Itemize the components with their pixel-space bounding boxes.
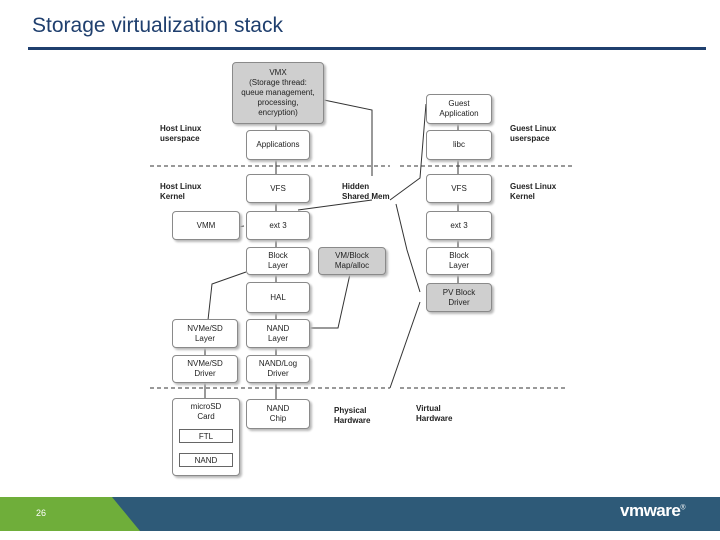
guest-kernel-label: Guest Linux Kernel — [510, 182, 557, 201]
nand-hw-box: NAND Chip — [246, 399, 310, 429]
microsd-card: microSD Card FTL NAND — [172, 398, 240, 476]
guest-vfs-box: VFS — [426, 174, 492, 203]
shared-mem-label: Hidden Shared Mem — [342, 182, 390, 201]
host-ext3-box: ext 3 — [246, 211, 310, 240]
logo-registered-mark: ® — [680, 504, 685, 512]
guest-userspace-label: Guest Linux userspace — [510, 124, 557, 143]
nand-driver-box: NAND/Log Driver — [246, 355, 310, 383]
hal-box: HAL — [246, 282, 310, 313]
virtual-fs-manager-box: VM/Block Map/alloc — [318, 247, 386, 275]
guest-ext3-box: ext 3 — [426, 211, 492, 240]
host-block-layer-box: Block Layer — [246, 247, 310, 275]
guest-application-box: Guest Application — [426, 94, 492, 124]
physical-hardware-label: Physical Hardware — [334, 406, 371, 425]
guest-libc-box: libc — [426, 130, 492, 160]
title-rule — [28, 47, 706, 50]
nand-layer-box: NAND Layer — [246, 319, 310, 348]
nand-box: NAND — [179, 453, 233, 467]
virtual-hardware-label: Virtual Hardware — [416, 404, 453, 423]
page-number: 26 — [36, 508, 47, 518]
ftl-box: FTL — [179, 429, 233, 443]
vmware-logo: vmware® — [620, 501, 685, 521]
nvme-layer-box: NVMe/SD Layer — [172, 319, 238, 348]
slide-title: Storage virtualization stack — [32, 14, 283, 37]
vmm-box: VMM — [172, 211, 240, 240]
logo-text: vmware — [620, 501, 681, 520]
microsd-card-title: microSD Card — [190, 402, 222, 421]
host-userspace-label: Host Linux userspace — [160, 124, 202, 143]
vmx-box: VMX (Storage thread: queue management, p… — [232, 62, 324, 124]
pv-block-driver-box: PV Block Driver — [426, 283, 492, 312]
guest-block-layer-box: Block Layer — [426, 247, 492, 275]
host-kernel-label: Host Linux Kernel — [160, 182, 202, 201]
host-vfs-box: VFS — [246, 174, 310, 203]
nvme-driver-box: NVMe/SD Driver — [172, 355, 238, 383]
applications-box: Applications — [246, 130, 310, 160]
